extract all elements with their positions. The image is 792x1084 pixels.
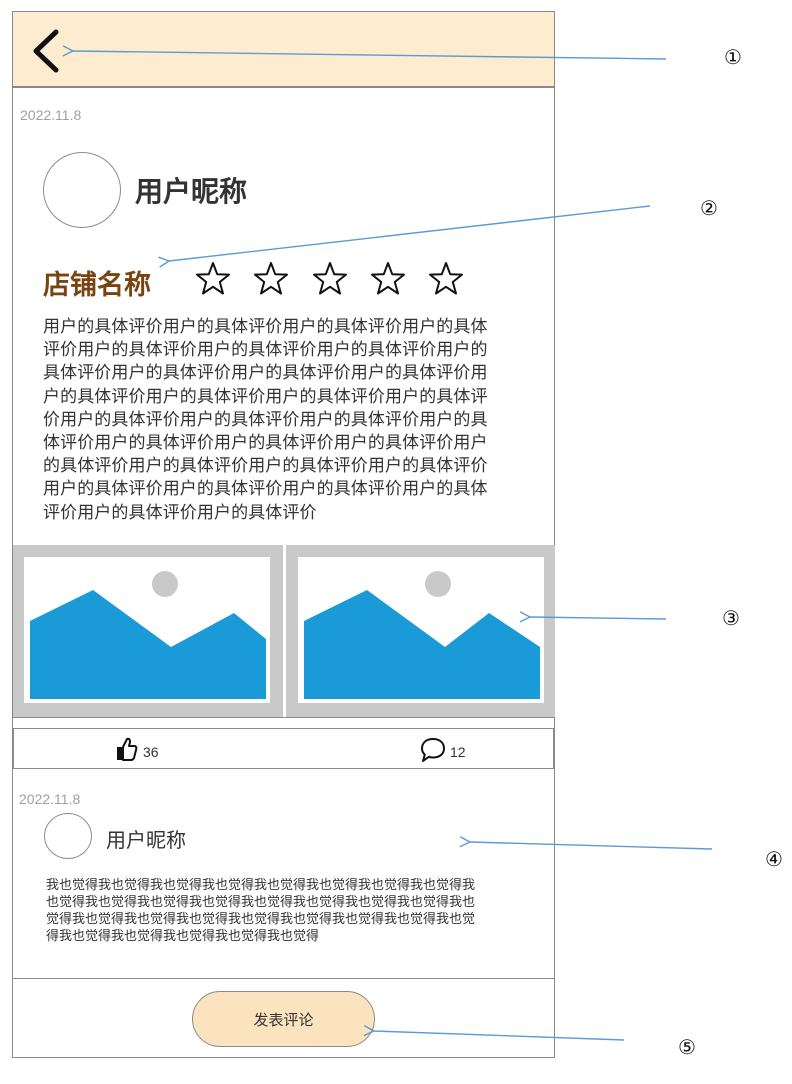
top-bar xyxy=(13,12,554,88)
user-nickname[interactable]: 用户昵称 xyxy=(135,175,248,208)
chevron-left-icon xyxy=(33,29,59,73)
avatar[interactable] xyxy=(43,152,121,228)
comment-count: 12 xyxy=(450,744,466,760)
shop-name[interactable]: 店铺名称 xyxy=(43,270,151,301)
star-outline-icon[interactable] xyxy=(195,261,231,297)
speech-bubble-icon xyxy=(421,738,445,762)
action-bar: 36 12 xyxy=(13,728,554,768)
star-outline-icon[interactable] xyxy=(428,261,464,297)
thumbs-up-icon xyxy=(117,737,138,761)
review-text: 用户的具体评价用户的具体评价用户的具体评价用户的具体评价用户的具体评价用户的具体… xyxy=(43,317,488,523)
image-placeholder-icon xyxy=(30,571,266,699)
comment-card xyxy=(12,768,555,979)
divider xyxy=(13,717,554,718)
callout-1: ① xyxy=(724,45,742,69)
image-placeholder-icon xyxy=(304,571,540,699)
callout-5: ⑤ xyxy=(678,1035,696,1059)
comment-avatar[interactable] xyxy=(44,813,92,859)
like-count: 36 xyxy=(143,744,159,760)
callout-2: ② xyxy=(700,196,718,220)
star-outline-icon[interactable] xyxy=(312,261,348,297)
rating-stars[interactable] xyxy=(195,261,475,301)
callout-4: ④ xyxy=(765,847,783,871)
comment-nickname[interactable]: 用户昵称 xyxy=(106,828,186,852)
post-comment-button[interactable]: 发表评论 xyxy=(192,991,375,1047)
like-button[interactable]: 36 xyxy=(114,736,174,764)
image-gallery xyxy=(13,545,555,717)
callout-3: ③ xyxy=(722,606,740,630)
review-image[interactable] xyxy=(24,557,270,703)
review-image[interactable] xyxy=(298,557,544,703)
gallery-divider xyxy=(283,545,286,717)
comment-button[interactable]: 12 xyxy=(420,737,480,765)
star-outline-icon[interactable] xyxy=(370,261,406,297)
star-outline-icon[interactable] xyxy=(253,261,289,297)
post-date: 2022.11.8 xyxy=(20,107,82,123)
comment-date: 2022.11.8 xyxy=(19,791,81,807)
back-button[interactable] xyxy=(28,28,68,74)
comment-text: 我也觉得我也觉得我也觉得我也觉得我也觉得我也觉得我也觉得我也觉得我也觉得我也觉得… xyxy=(46,878,476,944)
